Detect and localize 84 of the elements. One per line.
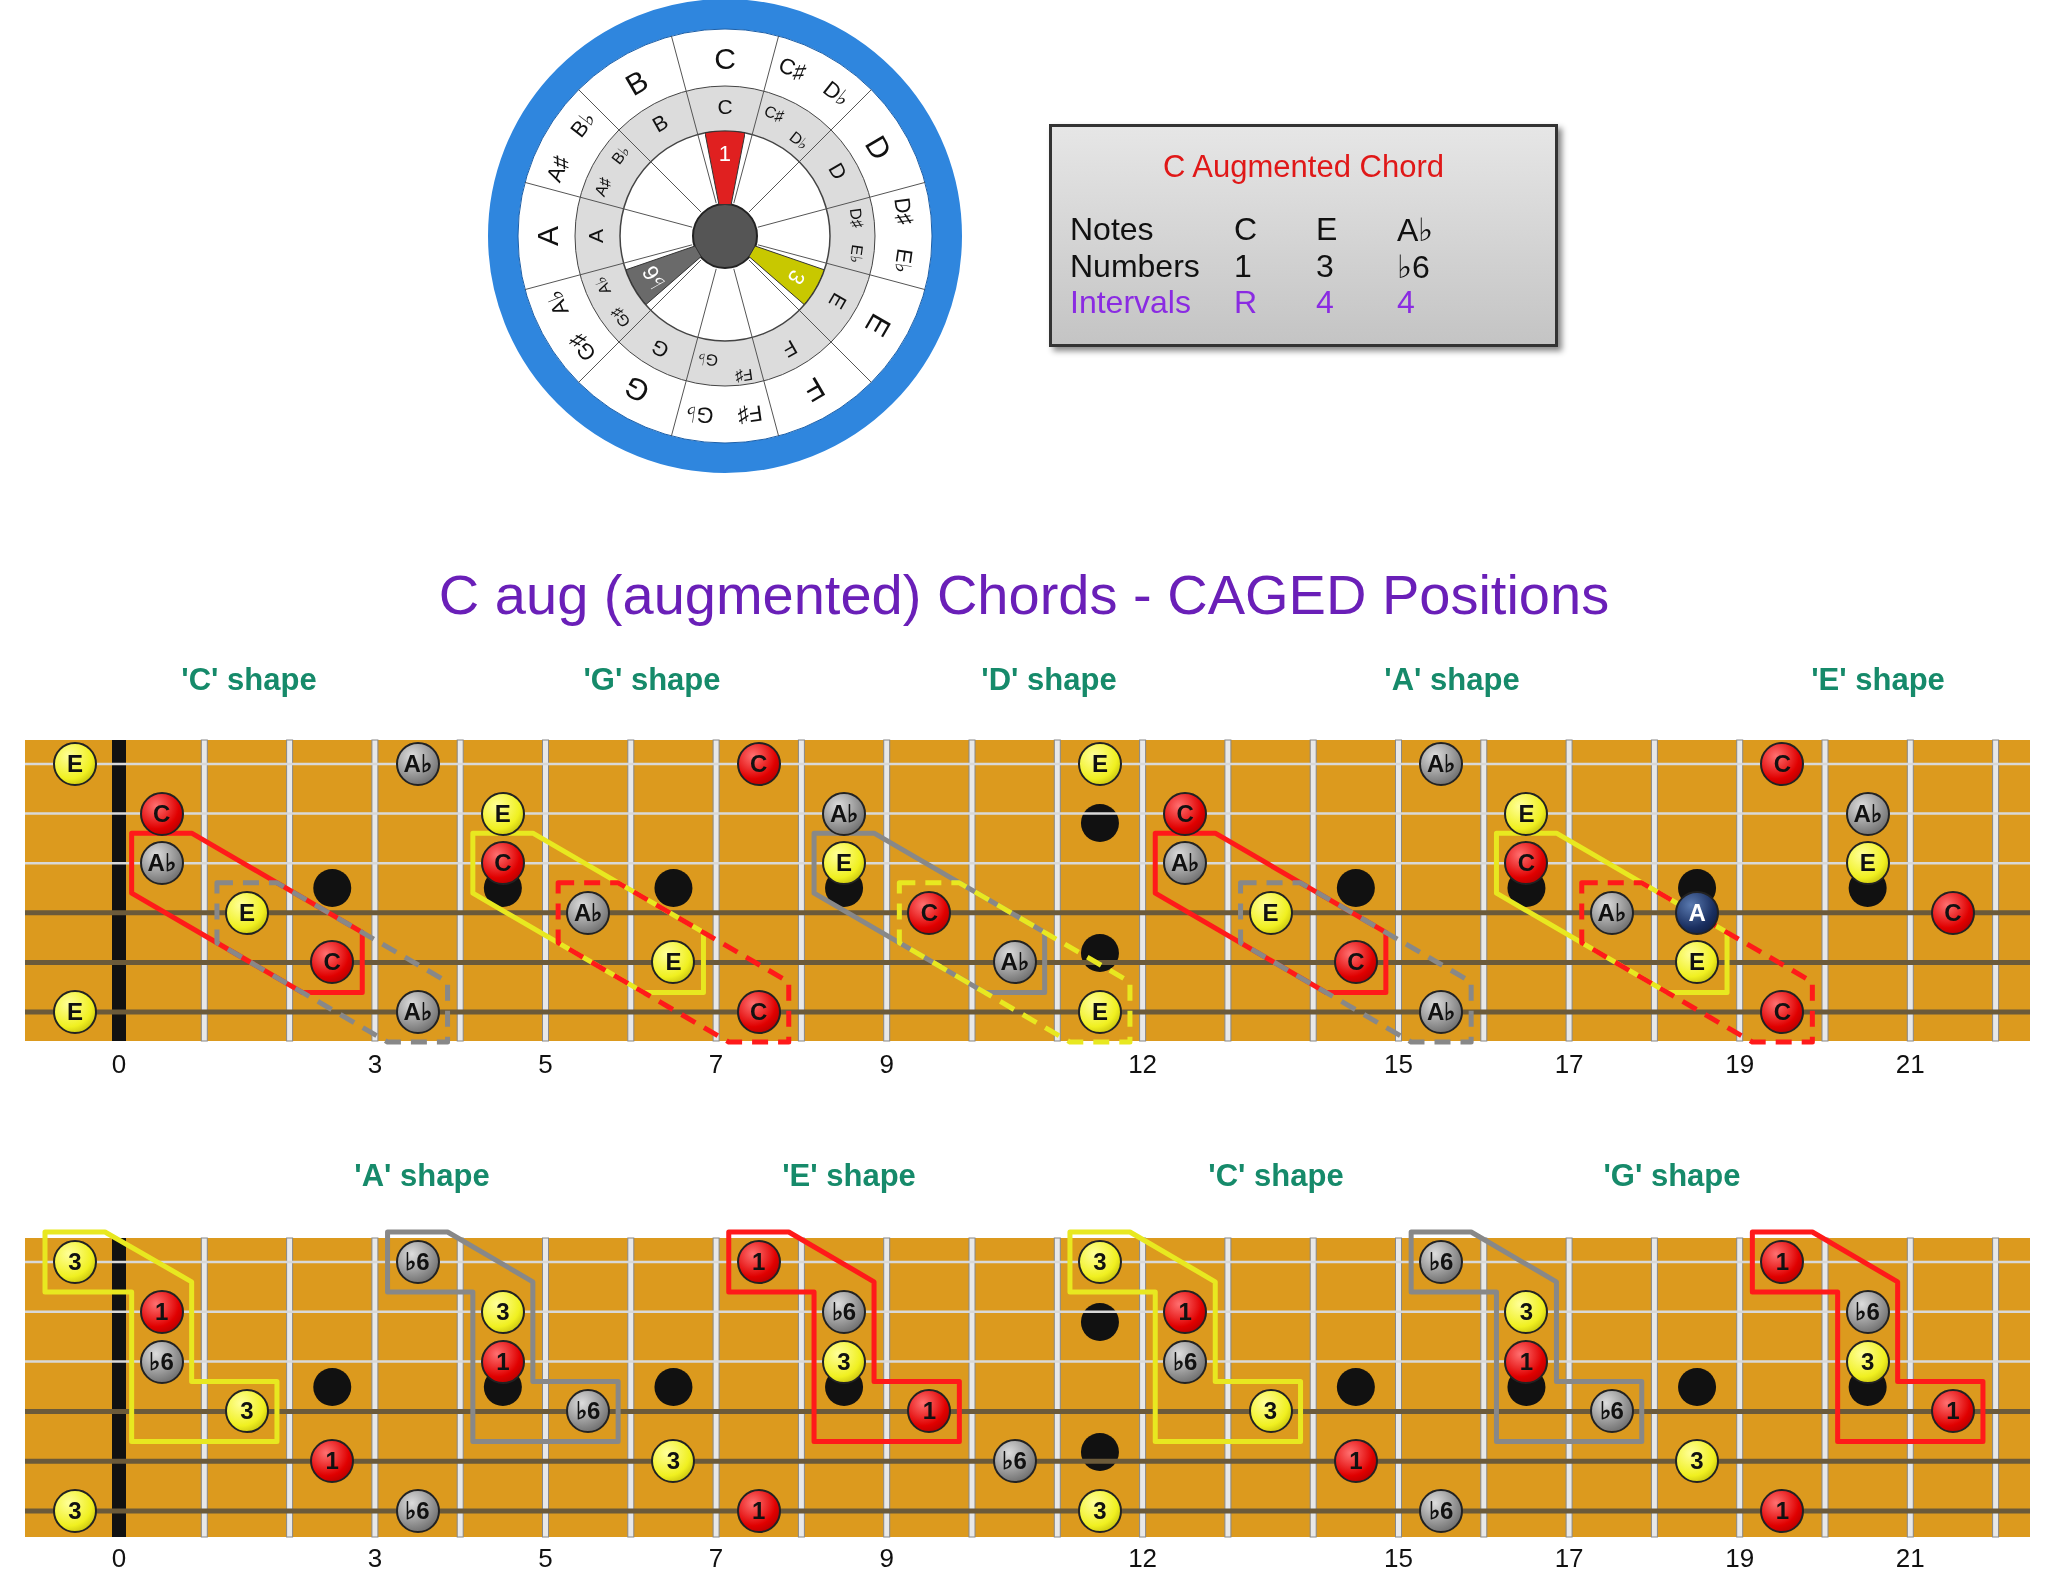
note-name: C [717,95,733,117]
chord-title: C Augmented Chord [1162,149,1445,185]
interval-number: 3 [781,265,811,289]
note-name: A [533,226,563,246]
fret-number: 17 [1554,1545,1584,1571]
table-value: R [1234,284,1258,321]
note-name: A♭ [591,273,614,298]
interval-wedge [625,246,701,305]
note-name: B [620,64,653,101]
note-name: G [618,370,655,409]
note-name: D [859,130,897,165]
table-value: 4 [1316,284,1334,321]
fret-number: 15 [1384,1545,1413,1571]
row-label: Intervals [1070,284,1191,321]
fret-number: 0 [111,1051,127,1077]
shape-label: 'D' shape [981,663,1117,695]
fret-number: 12 [1128,1051,1158,1077]
row-label: Notes [1070,211,1154,248]
fret-number: 19 [1725,1051,1755,1077]
note-name: C [714,44,736,74]
fret-number: 5 [538,1051,553,1077]
note-name: G♯ [565,328,601,365]
shape-label: 'G' shape [583,663,721,695]
note-name: A♯ [591,174,614,199]
interval-number: ♭6 [637,260,671,294]
note-name: E♭ [846,244,865,265]
fret-number: 19 [1725,1545,1755,1571]
note-name: D♭ [818,77,853,111]
table-value: 4 [1397,284,1415,321]
note-name: A [584,229,606,243]
note-name: D♯ [846,206,865,229]
fret-number: 9 [879,1051,894,1077]
note-name: F [798,371,829,407]
fret-number: 7 [708,1545,724,1571]
note-name: D♯ [890,196,916,226]
table-value: E [1316,211,1338,248]
note-name: E [825,289,851,313]
note-name: G♭ [685,401,715,427]
note-name: D♭ [786,129,812,154]
note-name: F♯ [736,401,764,427]
note-name: C♯ [762,102,787,125]
shape-label: 'C' shape [181,663,317,695]
shape-label: 'G' shape [1603,1159,1741,1191]
note-name: D [824,159,851,183]
fret-number: 3 [367,1545,383,1571]
note-name: G♭ [696,349,719,369]
table-value: 1 [1234,248,1252,285]
note-name: G [647,335,673,362]
note-name: B♭ [566,108,600,142]
note-name: F [779,336,801,361]
note-name: G♯ [608,304,634,331]
fret-number: 17 [1554,1051,1584,1077]
note-name: B [648,110,672,136]
note-name: A♯ [543,152,574,185]
note-name: A♭ [543,287,573,319]
diagram-title: C aug (augmented) Chords - CAGED Positions [437,562,1611,627]
fret-number: 9 [879,1545,894,1571]
fret-number: 21 [1895,1051,1925,1077]
table-value: 3 [1316,248,1334,285]
fret-number: 5 [538,1545,553,1571]
table-value: A♭ [1397,211,1434,249]
fret-number: 15 [1384,1051,1413,1077]
note-name: E [860,308,897,341]
shape-label: 'A' shape [354,1159,490,1191]
note-name: B♭ [608,142,633,167]
fret-number: 12 [1128,1545,1158,1571]
fret-number: 21 [1895,1545,1925,1571]
interval-wedge [704,131,745,205]
shape-label: 'C' shape [1208,1159,1344,1191]
shape-label: 'E' shape [782,1159,916,1191]
table-value: C [1234,211,1258,248]
table-value: ♭6 [1397,248,1430,286]
interval-number: 1 [718,141,732,167]
fret-number: 0 [111,1545,127,1571]
note-name: E♭ [890,247,916,275]
fret-number: 7 [708,1051,724,1077]
shape-label: 'A' shape [1384,663,1520,695]
row-label: Numbers [1070,248,1200,285]
note-name: C♯ [775,53,809,85]
shape-label: 'E' shape [1811,663,1945,695]
note-name: F♯ [734,365,755,384]
fret-number: 3 [367,1051,383,1077]
interval-wedge [749,246,825,305]
chord-info-panel [1049,124,1558,347]
